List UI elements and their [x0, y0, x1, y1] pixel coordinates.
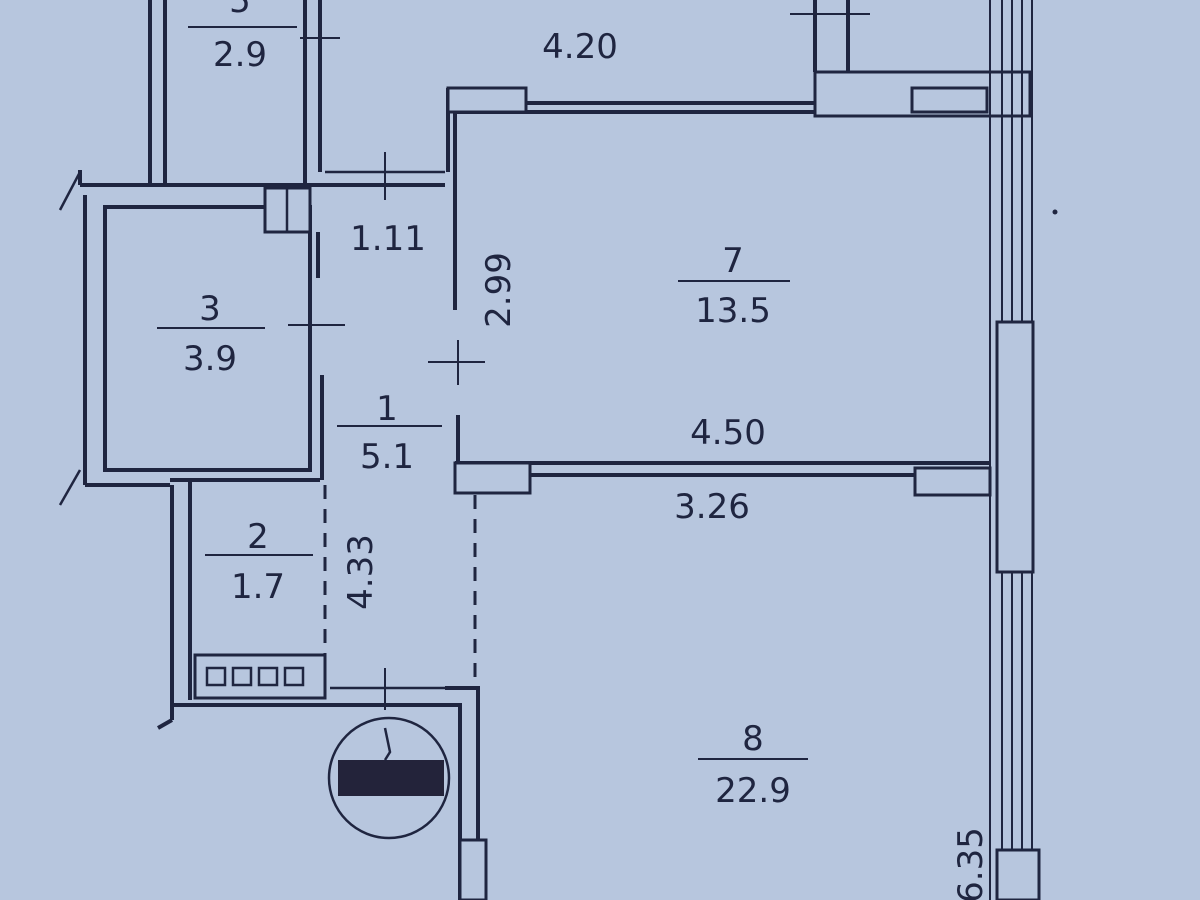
facade-pier	[995, 320, 1035, 574]
room-1-area: 5.1	[360, 437, 414, 477]
room-3-number: 3	[199, 289, 221, 329]
dim-room7-width: 4.50	[690, 413, 766, 453]
wall-room7-bottom-right-pier	[913, 466, 992, 497]
room-7-area: 13.5	[695, 291, 771, 331]
room-8-number: 8	[742, 719, 764, 759]
room-2-number: 2	[247, 517, 269, 557]
radiator-cell-3	[257, 666, 279, 687]
room-5-area: 2.9	[213, 35, 267, 75]
wall-room3	[103, 205, 312, 472]
room-1-number: 1	[376, 389, 398, 429]
dim-hall-length: 4.33	[341, 534, 381, 610]
dim-room7-height: 2.99	[479, 252, 519, 328]
wall-upper-right-pier	[910, 86, 989, 114]
radiator-cell-4	[283, 666, 305, 687]
radiator-cell-2	[231, 666, 253, 687]
room-3-area: 3.9	[183, 339, 237, 379]
wall-entrance-pier	[458, 838, 488, 900]
radiator-cell-1	[205, 666, 227, 687]
wall-break-lower	[58, 469, 82, 506]
speck	[1052, 209, 1058, 215]
wall-entrance-inner	[445, 703, 462, 900]
room-8-area: 22.9	[715, 771, 791, 811]
room-5-number: 5	[229, 0, 251, 21]
facade-pier-lower	[995, 848, 1041, 900]
dim-top: 4.20	[542, 27, 618, 67]
dim-hall-width: 1.11	[350, 219, 426, 259]
dim-right-edge: 6.35	[951, 827, 991, 900]
dim-room8-top: 3.26	[674, 487, 750, 527]
wall-room7-top-pier	[446, 86, 528, 114]
room-2-area: 1.7	[231, 567, 285, 607]
wall-entrance-right	[445, 686, 480, 900]
redacted-block	[338, 760, 444, 796]
wall-room2-corner	[157, 718, 173, 730]
wall-room7-bottom-pier	[453, 461, 532, 495]
wall-break-upper	[58, 171, 82, 211]
marker-stroke	[383, 727, 392, 761]
room-7-number: 7	[722, 241, 744, 281]
entrance-marker	[327, 716, 451, 840]
